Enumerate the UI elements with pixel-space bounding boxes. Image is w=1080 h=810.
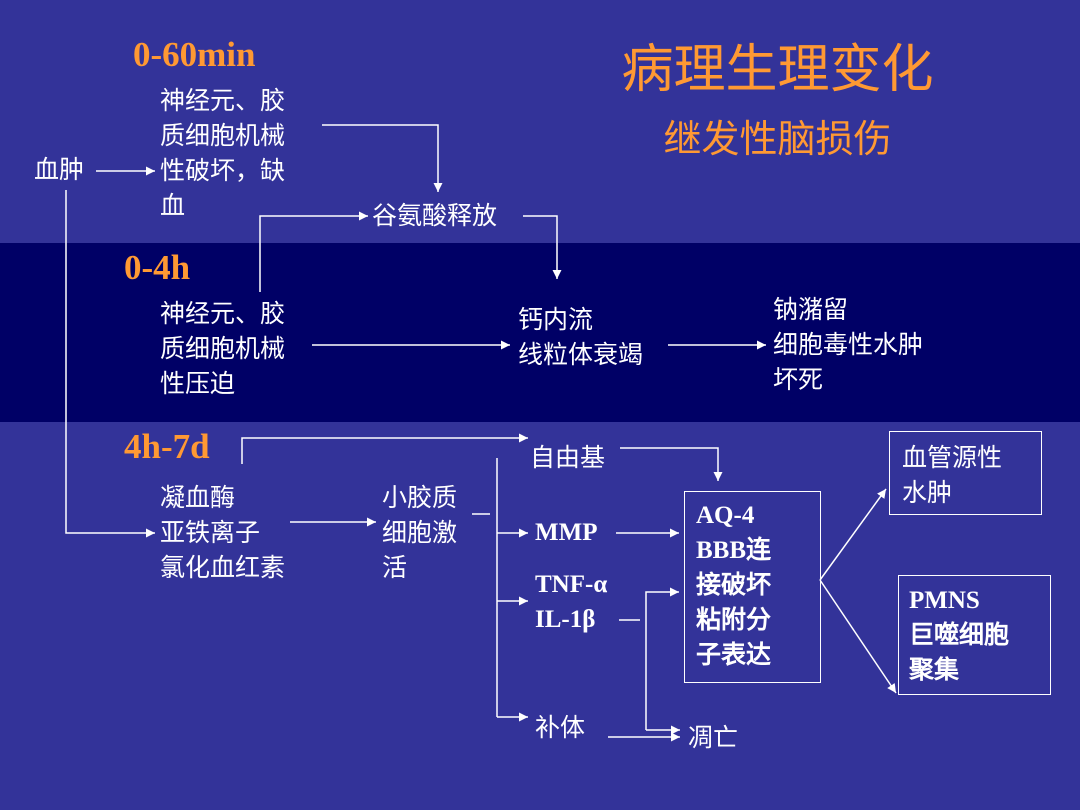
- node-blood-factors: 凝血酶 亚铁离子 氯化血红素: [160, 483, 286, 582]
- node-calcium-influx: 钙内流 线粒体衰竭: [518, 305, 644, 369]
- arrow-free-radical-to-aq4: [620, 447, 723, 481]
- node-free-radical: 自由基: [530, 443, 606, 472]
- arrow-aq4-to-pmns: [819, 579, 897, 694]
- slide-title: 病理生理变化: [621, 40, 934, 100]
- slide-subtitle: 继发性脑损伤: [663, 117, 892, 161]
- box-aq4: [684, 491, 821, 683]
- node-glutamate-release: 谷氨酸释放: [372, 201, 498, 230]
- node-aq4-bbb: AQ-4 BBB连 接破坏 粘附分 子表达: [696, 502, 772, 669]
- arrow-compression-to-glutamate: [259, 211, 368, 292]
- node-mechanical-compression: 神经元、胶 质细胞机械 性压迫: [160, 299, 286, 398]
- arrow-tnf-to-aq4: [645, 587, 679, 730]
- phase-0-4h: 0-4h: [124, 248, 191, 287]
- node-pmns: PMNS 巨噬细胞 聚集: [909, 587, 1010, 684]
- phase-band-0-4h: [0, 243, 1080, 422]
- node-tnf-il1: TNF-α IL-1β: [535, 571, 608, 633]
- node-complement: 补体: [535, 713, 586, 742]
- box-pmns: [898, 575, 1051, 695]
- phase-0-60min: 0-60min: [133, 35, 256, 74]
- arrow-hematoma-to-factors: [65, 190, 155, 538]
- node-apoptosis: 凋亡: [688, 723, 739, 752]
- arrow-glutamate-to-calcium: [523, 215, 562, 279]
- node-microglia-activation: 小胶质 细胞激 活: [382, 483, 458, 582]
- node-mechanical-damage: 神经元、胶 质细胞机械 性破坏，缺 血: [160, 86, 286, 220]
- arrow-damage-to-glutamate: [322, 124, 443, 192]
- arrow-phase-to-free-radical: [241, 433, 528, 464]
- arrow-aq4-to-vasogenic: [819, 488, 887, 581]
- node-mmp: MMP: [535, 519, 598, 546]
- phase-4h-7d: 4h-7d: [124, 427, 210, 466]
- box-vasogenic: [889, 431, 1042, 515]
- node-vasogenic-edema: 血管源性 水肿: [902, 443, 1003, 507]
- node-sodium-retention: 钠潴留 细胞毒性水肿 坏死: [773, 295, 924, 394]
- node-hematoma: 血肿: [34, 155, 85, 184]
